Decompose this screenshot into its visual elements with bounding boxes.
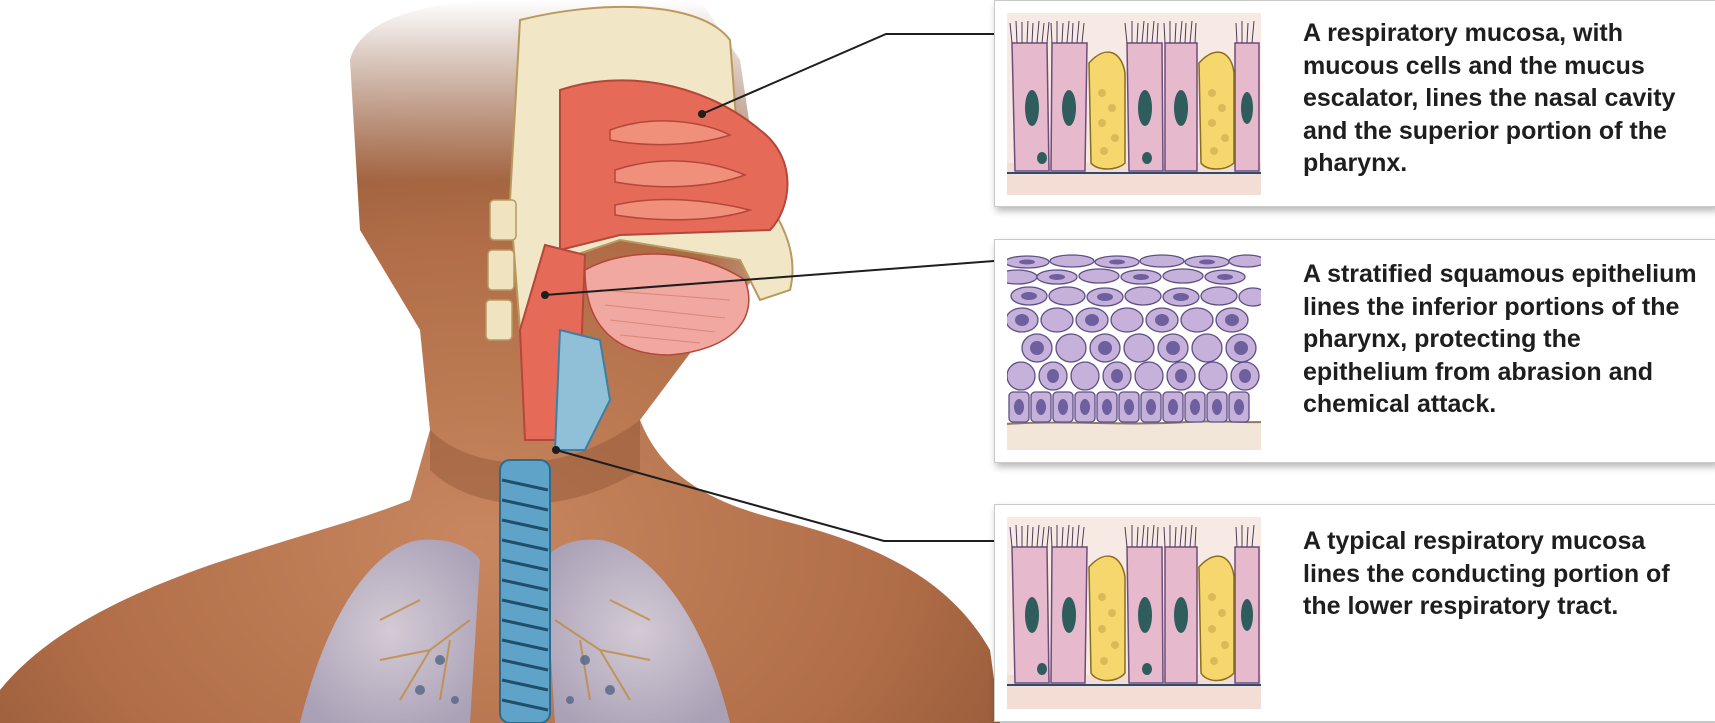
- trachea: [500, 460, 550, 723]
- pseudostratified-ciliated-epithelium-icon: [1007, 13, 1261, 195]
- pseudostratified-ciliated-epithelium-icon: [1007, 517, 1261, 709]
- tissue-panel-upper: A respiratory mucosa, with mucous cells …: [994, 0, 1715, 207]
- tissue-panel-lower: A typical respiratory mucosa lines the c…: [994, 504, 1715, 722]
- tissue-panel-middle: A stratified squamous epithelium lines t…: [994, 239, 1715, 463]
- tissue-caption-lower: A typical respiratory mucosa lines the c…: [1303, 525, 1703, 623]
- tissue-caption-middle: A stratified squamous epithelium lines t…: [1303, 258, 1703, 421]
- tissue-caption-upper: A respiratory mucosa, with mucous cells …: [1303, 17, 1703, 180]
- stratified-squamous-epithelium-icon: [1007, 252, 1261, 450]
